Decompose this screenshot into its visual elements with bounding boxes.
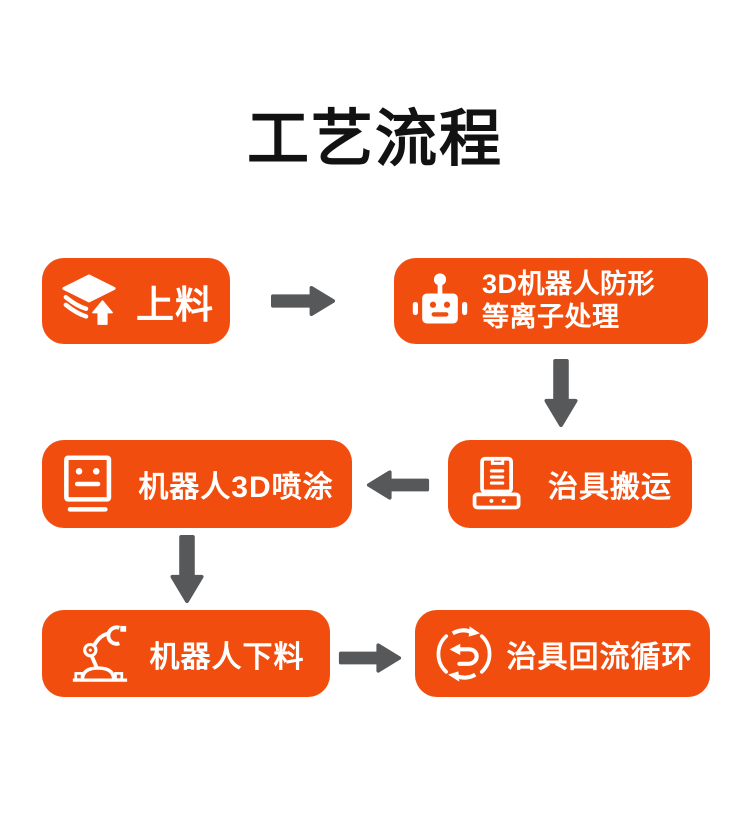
node-label: 机器人3D喷涂 <box>138 471 334 504</box>
recycle-loop-icon <box>433 624 495 684</box>
node-label-line-2: 等离子处理 <box>482 302 620 332</box>
flow-node-robot-spray: 机器人3D喷涂 <box>42 440 352 528</box>
jig-cart-icon <box>468 454 528 514</box>
node-label: 治具回流循环 <box>506 640 693 674</box>
arrow-right-icon <box>270 285 336 317</box>
flow-node-jig-return: 治具回流循环 <box>415 610 710 697</box>
node-label: 3D机器人防形 等离子处理 <box>482 268 655 334</box>
arrow-down-icon <box>543 358 579 428</box>
stacked-layers-load-icon <box>58 272 120 330</box>
node-label: 机器人下料 <box>149 640 305 674</box>
flow-node-robot-unload: 机器人下料 <box>42 610 330 697</box>
robot-arm-icon <box>68 623 132 685</box>
arrow-right-icon <box>338 642 402 674</box>
arrow-left-icon <box>366 469 430 501</box>
flow-node-plasma: 3D机器人防形 等离子处理 <box>394 258 708 344</box>
robot-face-icon <box>60 455 118 513</box>
flow-node-jig-transport: 治具搬运 <box>448 440 692 528</box>
node-label: 治具搬运 <box>548 471 672 504</box>
node-label: 上料 <box>135 284 214 327</box>
page-title: 工艺流程 <box>246 105 503 174</box>
node-label-line-1: 3D机器人防形 <box>482 269 656 300</box>
arrow-down-icon <box>169 534 205 604</box>
flow-node-loading: 上料 <box>42 258 230 344</box>
robot-head-icon <box>410 271 470 331</box>
